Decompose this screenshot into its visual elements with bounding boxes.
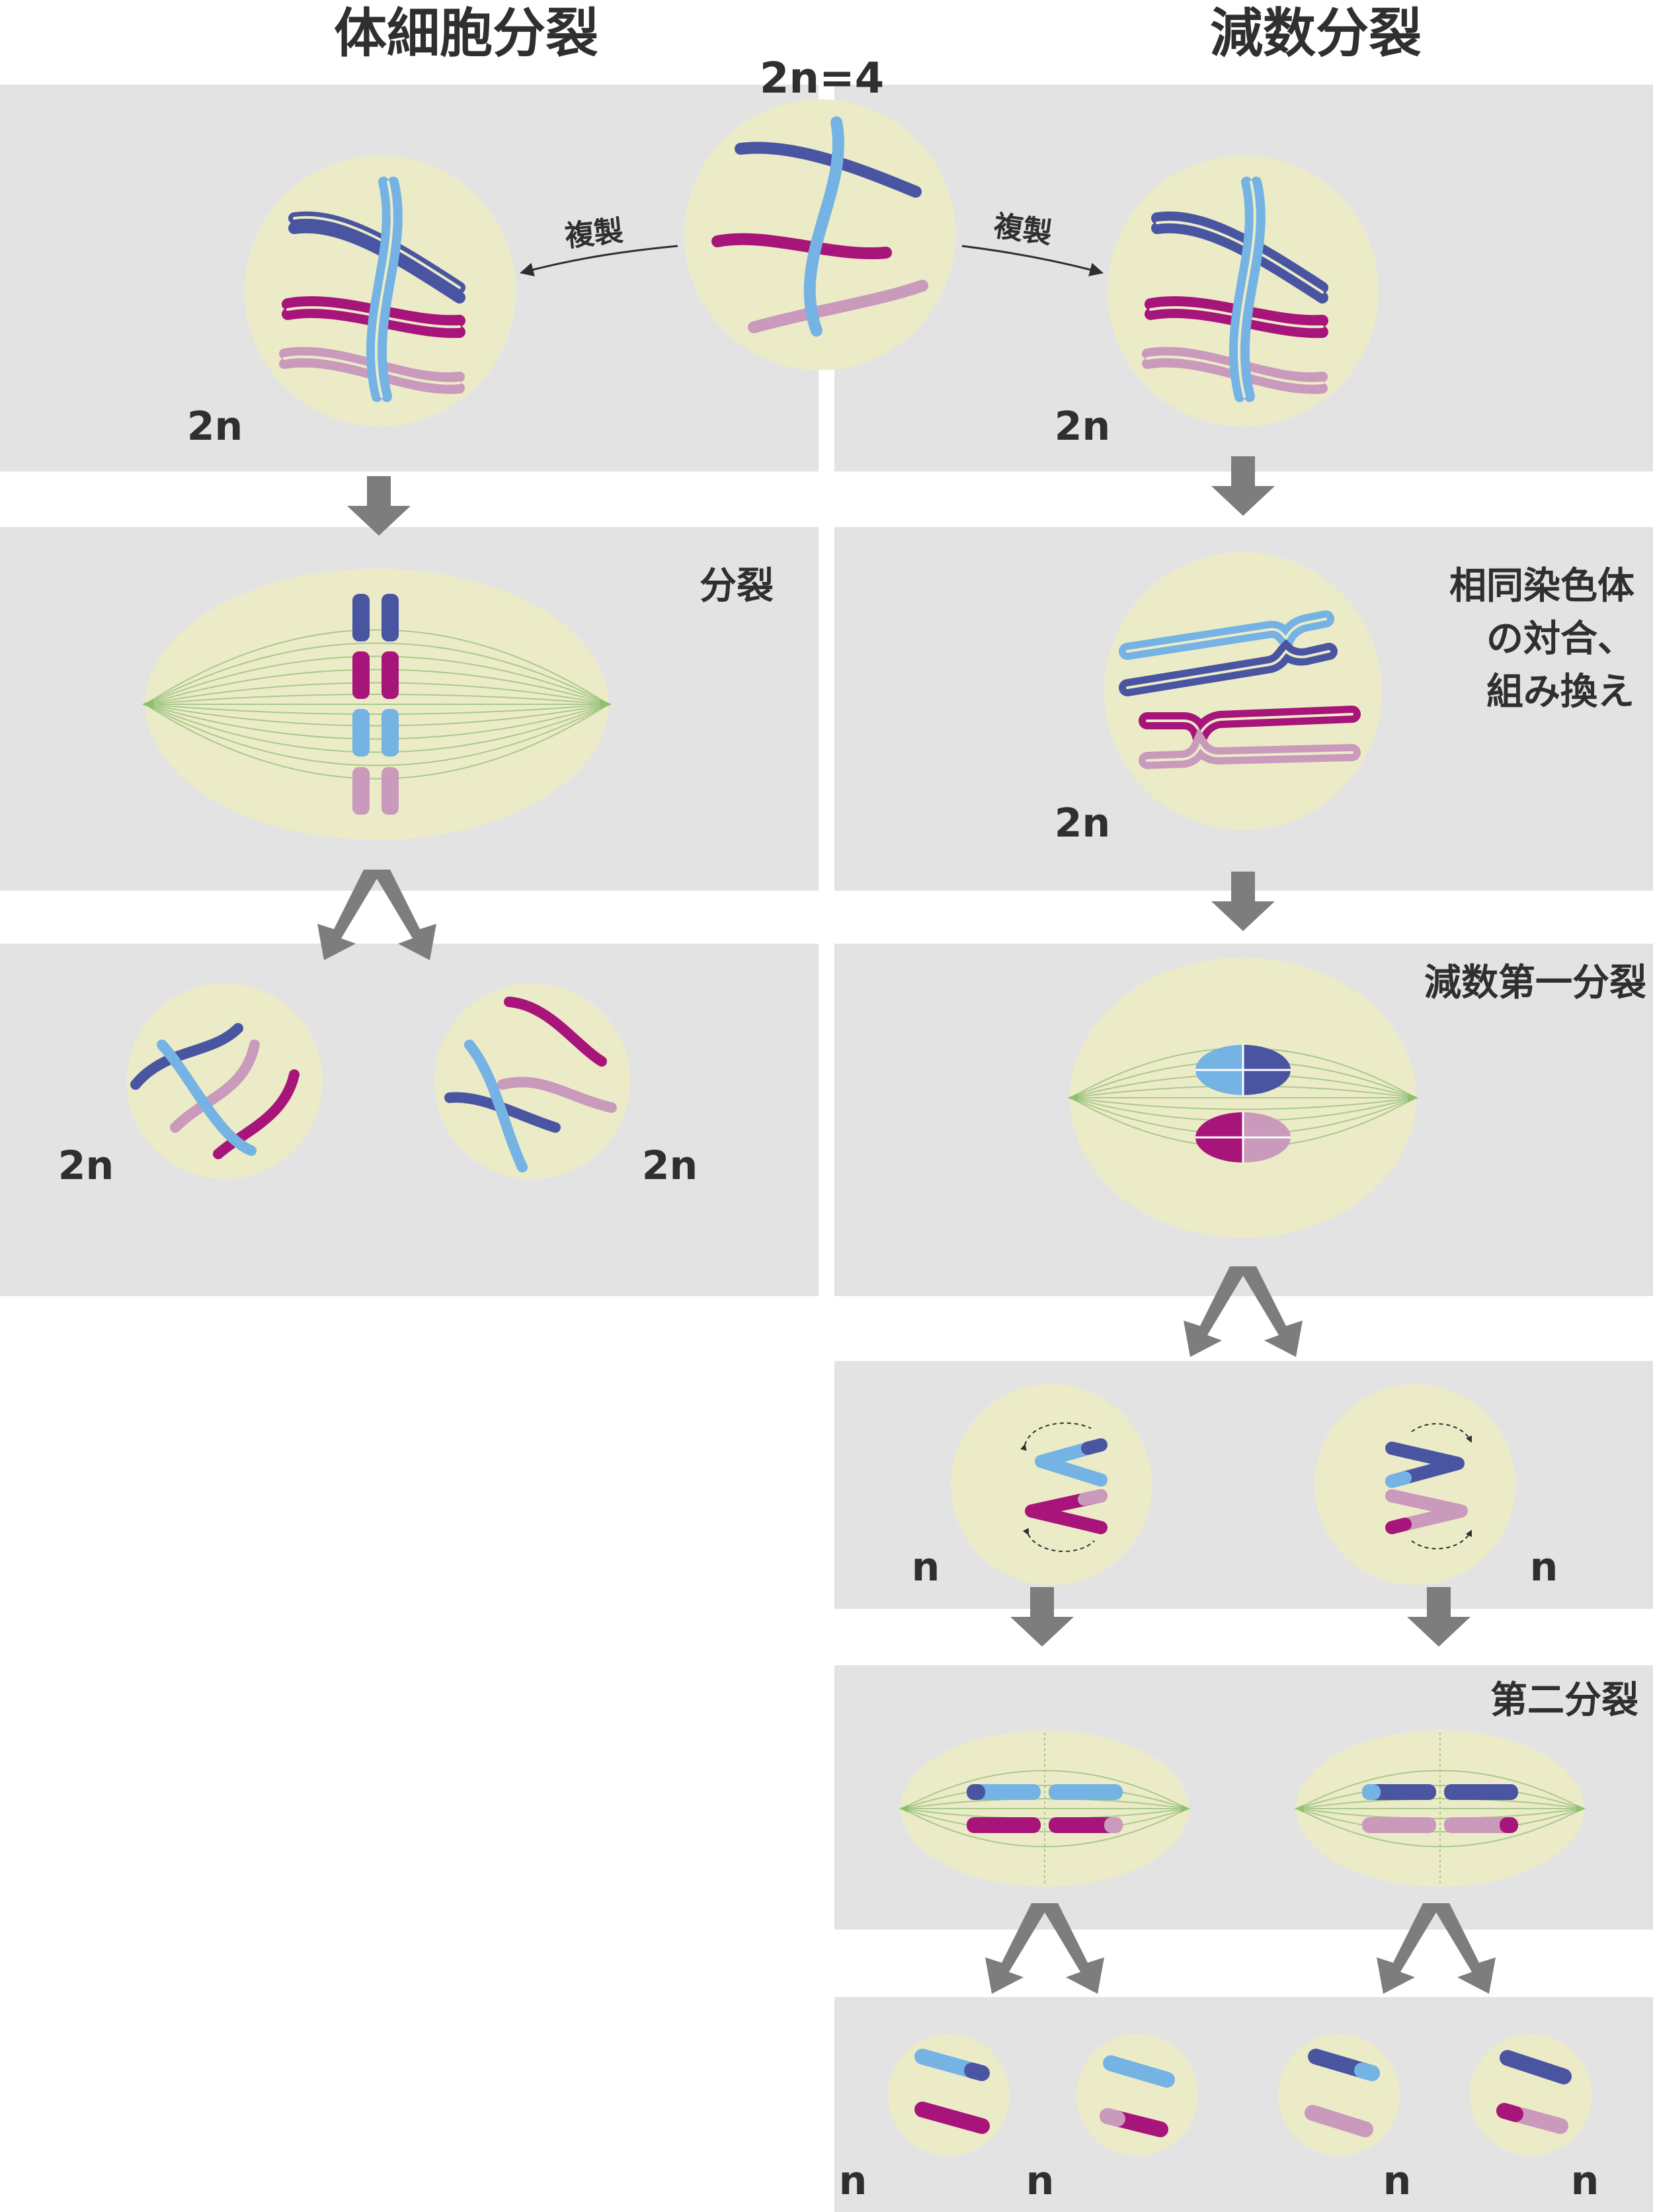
mitosis-panel-daughters [0,944,819,1296]
mitosis-daughter-ploidy-right: 2n [642,1143,698,1189]
after-first-ploidy-right: n [1530,1544,1558,1590]
split-arrows [317,870,1496,1994]
mitosis-replicated-ploidy: 2n [187,403,243,450]
haploid-cell-right [1314,1384,1515,1585]
bivalent-top [1195,1045,1291,1095]
bivalent-bottom [1195,1112,1291,1163]
gamete-2 [1076,2034,1198,2156]
chromosome-pink [748,280,928,333]
synapsis-ploidy: 2n [1055,800,1110,846]
mitosis-daughter-cell-left [127,983,323,1179]
gamete-4 [1470,2034,1592,2156]
mitosis-daughter-cell-right [434,983,630,1179]
replication-arrow-left [519,245,678,276]
split-arrow [317,870,436,960]
first-division-label: 減数第一分裂 [1424,962,1646,1004]
down-arrow [1407,1587,1471,1647]
mitosis-replicated-cell [245,155,516,427]
metaphase-chromosomes [352,594,399,815]
gamete-ploidy-3: n [1383,2158,1412,2204]
split-arrow [1377,1903,1496,1994]
replication-arrow-right [961,245,1104,276]
spindle-fibers [145,629,609,780]
down-arrow [1010,1587,1074,1647]
gamete-ploidy-2: n [1026,2158,1055,2204]
down-arrows [347,456,1471,1647]
chromosome-dark-blue [735,142,922,198]
second-division-label: 第二分裂 [1490,1679,1638,1722]
replication-arrows: 複製 複製 [519,209,1104,276]
mitosis-metaphase-cell [142,569,612,840]
split-arrow [985,1903,1104,1994]
first-division-cell [1068,958,1418,1238]
synapsis-label-line3: 組み換え [1486,671,1634,714]
mitosis-division-label: 分裂 [700,565,774,608]
synapsis-cell [1104,552,1382,830]
second-division-cell-right [1295,1731,1586,1887]
down-arrow [1211,456,1275,516]
down-arrow [1211,872,1275,931]
replication-label-left: 複製 [563,214,625,254]
split-arrow [1184,1266,1303,1357]
meiosis-title: 減数分裂 [1210,3,1422,64]
gamete-1 [888,2034,1010,2156]
second-division-cell-left [899,1731,1190,1887]
chromosome-magenta [711,233,892,259]
gamete-ploidy-1: n [839,2158,867,2204]
gamete-ploidy-4: n [1571,2158,1599,2204]
meiosis-replicated-ploidy: 2n [1055,403,1110,450]
replication-label-right: 複製 [992,209,1054,251]
mitosis-title: 体細胞分裂 [334,3,598,64]
gamete-3 [1278,2034,1400,2156]
down-arrow [347,476,411,536]
initial-cell: 2n=4 [684,54,955,370]
chromosome-light-blue [803,116,844,337]
meiosis-replicated-cell [1108,155,1379,427]
mitosis-daughter-ploidy-left: 2n [58,1143,114,1189]
initial-ploidy-label: 2n=4 [760,54,884,103]
synapsis-label-line1: 相同染色体 [1449,565,1634,608]
synapsis-label-line2: の対合、 [1486,618,1634,661]
after-first-ploidy-left: n [912,1544,940,1590]
haploid-cell-left [951,1384,1152,1585]
